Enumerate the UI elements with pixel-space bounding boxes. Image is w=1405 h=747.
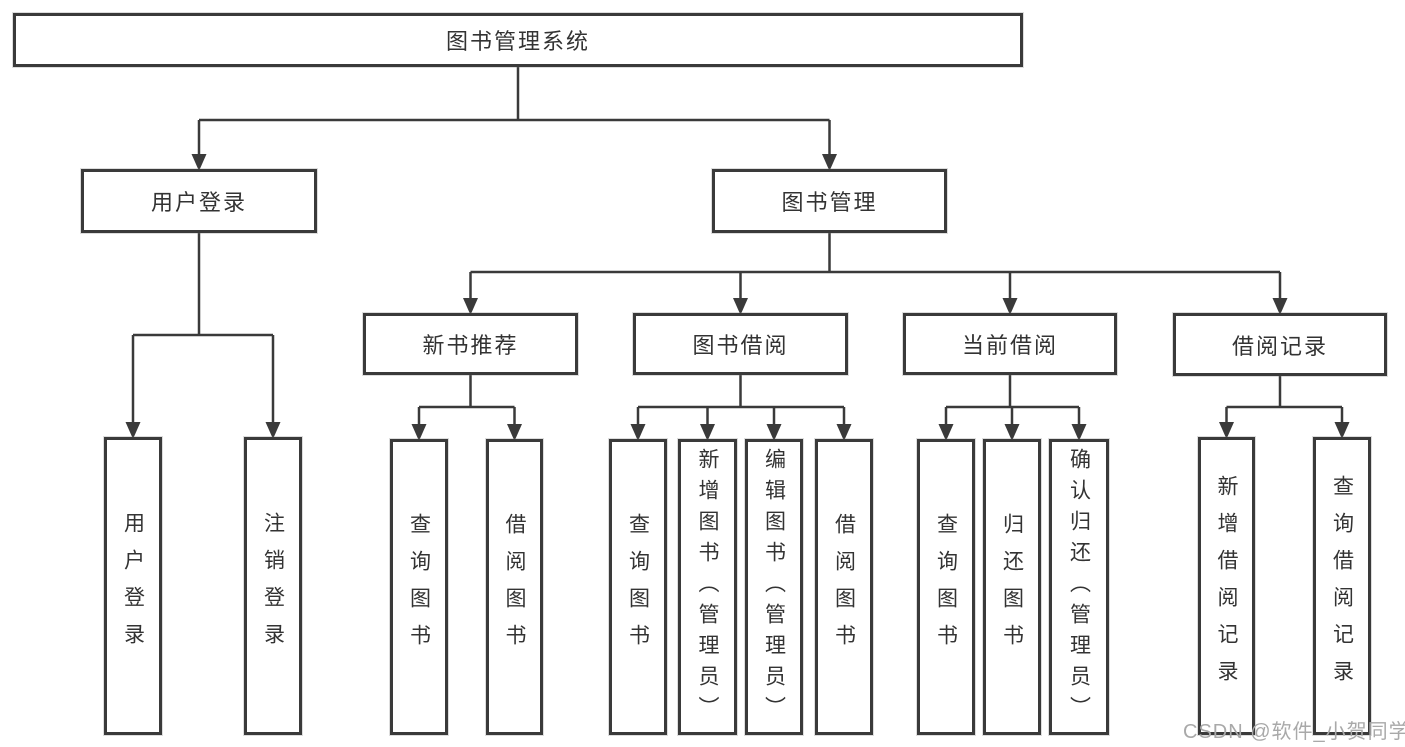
node-current-borrow: 当前借阅 (903, 313, 1117, 375)
node-label: 图书管理 (781, 190, 878, 215)
node-new-book: 新书推荐 (363, 313, 578, 375)
arrowhead-icon (733, 298, 748, 315)
node-label: 新增图书（管理员） (696, 447, 719, 727)
node-leaf-query1: 查询图书 (390, 439, 448, 735)
node-label: 查询图书 (626, 513, 650, 661)
node-label: 借阅记录 (1231, 333, 1328, 359)
node-leaf-borrow1: 借阅图书 (486, 439, 543, 735)
node-leaf-login: 用户登录 (104, 437, 162, 735)
node-label: 查询图书 (407, 513, 431, 661)
node-leaf-query2: 查询图书 (609, 439, 667, 735)
node-book-borrow: 图书借阅 (633, 313, 848, 375)
arrowhead-icon (700, 424, 715, 441)
node-root: 图书管理系统 (13, 13, 1023, 67)
arrowhead-icon (938, 424, 954, 441)
arrowhead-icon (630, 424, 646, 441)
arrowhead-icon (411, 424, 427, 441)
node-leaf-add-book: 新增图书（管理员） (678, 439, 737, 735)
arrowhead-icon (1272, 298, 1288, 315)
arrowhead-icon (1004, 424, 1020, 441)
arrowhead-icon (507, 424, 522, 441)
arrowhead-icon (766, 424, 782, 441)
node-label: 确认归还（管理员） (1067, 447, 1091, 727)
node-leaf-add-record: 新增借阅记录 (1198, 437, 1255, 735)
node-label: 注销登录 (261, 512, 285, 660)
node-label: 当前借阅 (961, 333, 1058, 358)
arrowhead-icon (125, 422, 141, 439)
node-leaf-edit-book: 编辑图书（管理员） (745, 439, 803, 735)
arrowhead-icon (1334, 422, 1350, 439)
node-user-login: 用户登录 (81, 169, 317, 233)
node-label: 新书推荐 (422, 333, 519, 358)
arrowhead-icon (836, 424, 852, 441)
node-label: 查询借阅记录 (1330, 475, 1354, 697)
node-label: 归还图书 (1000, 513, 1024, 661)
node-book-mgmt: 图书管理 (712, 169, 947, 233)
watermark-text: CSDN @软件_小贺同学 (1183, 721, 1405, 743)
node-label: 用户登录 (121, 512, 145, 660)
node-leaf-logout: 注销登录 (244, 437, 302, 735)
arrowhead-icon (1002, 298, 1018, 315)
arrowhead-icon (463, 298, 478, 315)
node-leaf-confirm-return: 确认归还（管理员） (1049, 439, 1109, 735)
node-label: 用户登录 (150, 190, 247, 215)
node-leaf-query-record: 查询借阅记录 (1313, 437, 1371, 735)
node-label: 新增借阅记录 (1215, 475, 1238, 697)
node-label: 图书借阅 (692, 333, 789, 358)
node-leaf-query3: 查询图书 (917, 439, 975, 735)
node-leaf-borrow2: 借阅图书 (815, 439, 873, 735)
arrowhead-icon (1219, 422, 1234, 439)
node-label: 查询图书 (934, 513, 958, 661)
arrowhead-icon (1071, 424, 1087, 441)
node-leaf-return: 归还图书 (983, 439, 1041, 735)
node-label: 编辑图书（管理员） (762, 447, 786, 727)
arrowhead-icon (822, 154, 837, 171)
node-label: 图书管理系统 (445, 29, 590, 54)
node-label: 借阅图书 (832, 513, 856, 661)
arrowhead-icon (265, 422, 281, 439)
node-label: 借阅图书 (503, 513, 526, 661)
arrowhead-icon (191, 154, 207, 171)
node-borrow-record: 借阅记录 (1173, 313, 1387, 376)
